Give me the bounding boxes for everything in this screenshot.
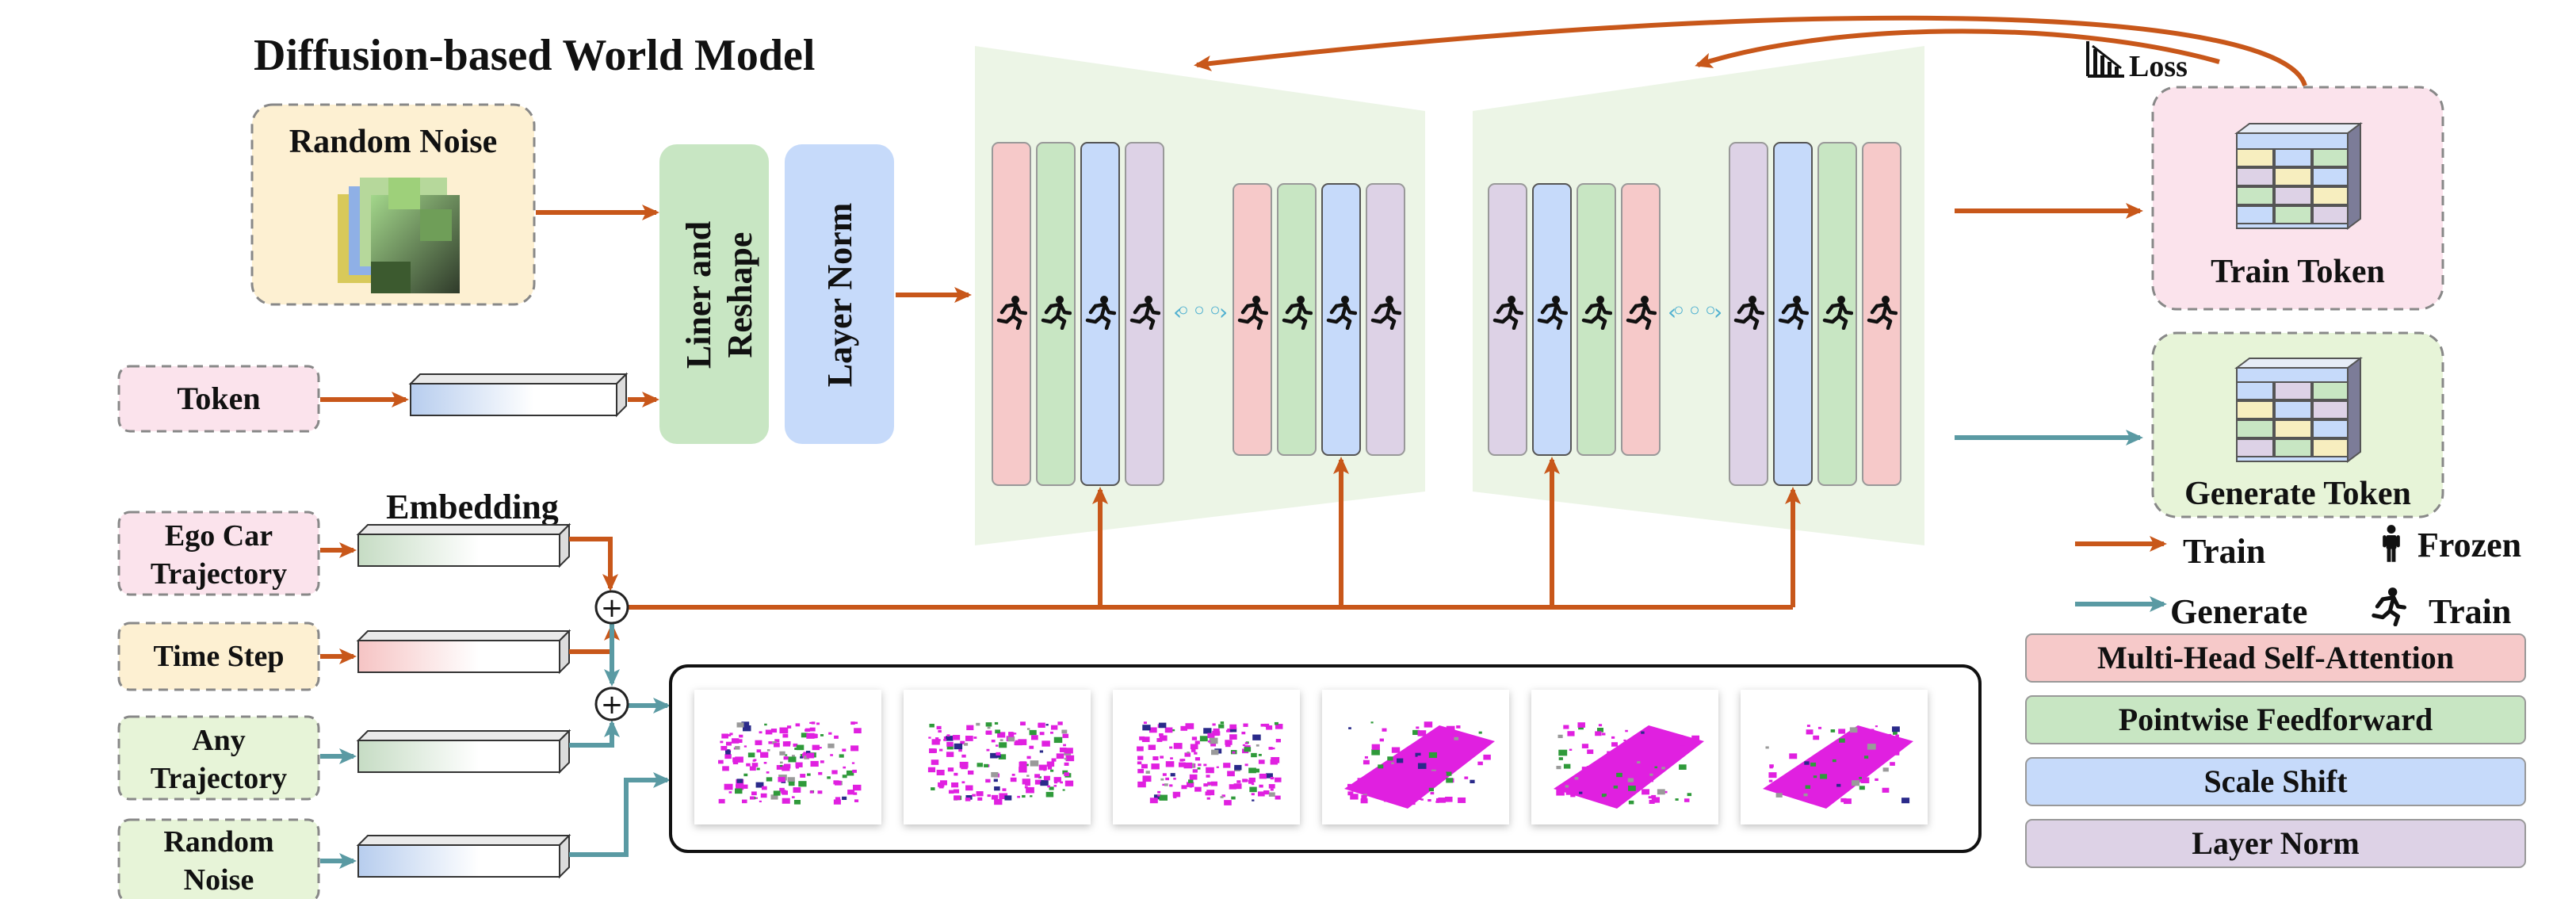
any-trajectory-input: Any Trajectory bbox=[117, 715, 320, 801]
encoder-ellipsis: ◦◦◦ ‹ › bbox=[1173, 296, 1228, 327]
encoder-layers bbox=[992, 142, 1405, 486]
legend-item-ffn-label: Pointwise Feedforward bbox=[2119, 702, 2433, 737]
random-noise-2-embedding-bar bbox=[356, 833, 571, 879]
plus-circle-1: + bbox=[594, 590, 629, 625]
time-step-embedding-bar bbox=[356, 629, 571, 675]
token-input: Token bbox=[117, 365, 320, 433]
legend-frozen-label: Frozen bbox=[2417, 526, 2521, 564]
legend-item-mhsa-label: Multi-Head Self-Attention bbox=[2097, 640, 2454, 675]
legend-train-label: Train bbox=[2183, 532, 2265, 571]
loss-arc-2 bbox=[1695, 29, 2220, 68]
layer-norm-block-label: Layer Norm bbox=[820, 203, 859, 388]
svg-text:◦◦◦: ◦◦◦ bbox=[1175, 296, 1223, 327]
random-noise-2-input: Random Noise bbox=[117, 818, 320, 899]
svg-text:◦◦◦: ◦◦◦ bbox=[1671, 296, 1718, 327]
generated-frame bbox=[1531, 690, 1718, 824]
decoder-ellipsis: ◦◦◦ ‹ › bbox=[1668, 296, 1722, 327]
layer-norm-block: Layer Norm bbox=[785, 144, 894, 444]
generate-token-label: Generate Token bbox=[2184, 476, 2411, 512]
svg-text:+: + bbox=[601, 592, 624, 624]
generated-frame bbox=[904, 690, 1091, 824]
generated-frame bbox=[694, 690, 881, 824]
legend-item-scale-shift-label: Scale Shift bbox=[2203, 763, 2348, 799]
legend-item-layer-norm-label: Layer Norm bbox=[2192, 825, 2359, 861]
generate-token-output: Generate Token bbox=[2151, 331, 2444, 518]
random-noise-input: Random Noise bbox=[250, 103, 536, 306]
token-cube-icon-2 bbox=[2234, 357, 2363, 463]
ego-car-embedding-bar bbox=[356, 522, 571, 568]
linear-label-line2: Reshape bbox=[720, 232, 759, 358]
random-noise-label: Random Noise bbox=[289, 124, 498, 160]
linear-reshape-block: Liner and Reshape bbox=[659, 144, 769, 444]
linear-label-line1: Liner and bbox=[679, 221, 718, 369]
random-noise-2-label-line1: Random bbox=[163, 825, 273, 859]
legend: Train Generate Frozen Train Multi-Head S… bbox=[2025, 525, 2526, 868]
running-person-icon bbox=[2374, 587, 2405, 625]
loss-chart-icon bbox=[2086, 41, 2124, 78]
embedding-label: Embedding bbox=[386, 488, 559, 526]
any-trajectory-embedding-bar bbox=[356, 729, 571, 775]
legend-item-scale-shift bbox=[2025, 757, 2526, 806]
legend-generate-label: Generate bbox=[2170, 592, 2307, 631]
train-token-label: Train Token bbox=[2211, 254, 2385, 290]
ego-car-trajectory-input: Ego Car Trajectory bbox=[117, 511, 320, 596]
legend-item-layer-norm bbox=[2025, 819, 2526, 868]
svg-text:‹: ‹ bbox=[1668, 299, 1676, 325]
loss-arc-1 bbox=[1194, 15, 2307, 86]
ego-car-label-line2: Trajectory bbox=[151, 557, 287, 591]
time-step-input: Time Step bbox=[117, 622, 320, 691]
time-step-label: Time Step bbox=[153, 640, 284, 673]
svg-text:›: › bbox=[1219, 299, 1228, 325]
token-label: Token bbox=[177, 381, 260, 416]
noise-image-stack bbox=[338, 178, 460, 293]
svg-text:›: › bbox=[1714, 299, 1722, 325]
diagram-title: Diffusion-based World Model bbox=[254, 31, 815, 80]
random-noise-2-label-line2: Noise bbox=[184, 863, 254, 897]
train-token-output: Train Token bbox=[2151, 86, 2444, 311]
legend-train-icon-label: Train bbox=[2429, 592, 2511, 631]
svg-text:‹: ‹ bbox=[1173, 299, 1182, 325]
standing-person-icon bbox=[2383, 525, 2400, 562]
loss-label: Loss bbox=[2129, 50, 2188, 83]
generated-frames bbox=[694, 690, 1928, 824]
any-trajectory-label-line1: Any bbox=[192, 724, 246, 757]
generated-frame bbox=[1113, 690, 1300, 824]
svg-text:+: + bbox=[601, 689, 624, 721]
legend-item-mhsa bbox=[2025, 633, 2526, 683]
generated-frame bbox=[1741, 690, 1928, 824]
legend-item-ffn bbox=[2025, 695, 2526, 744]
any-trajectory-label-line2: Trajectory bbox=[151, 762, 287, 795]
token-cube-icon bbox=[2234, 122, 2363, 230]
generated-frame bbox=[1322, 690, 1509, 824]
ego-car-label-line1: Ego Car bbox=[165, 519, 273, 553]
generated-frames-panel bbox=[669, 664, 1982, 853]
plus-circle-2: + bbox=[594, 687, 629, 721]
token-embedding-bar bbox=[408, 372, 629, 418]
